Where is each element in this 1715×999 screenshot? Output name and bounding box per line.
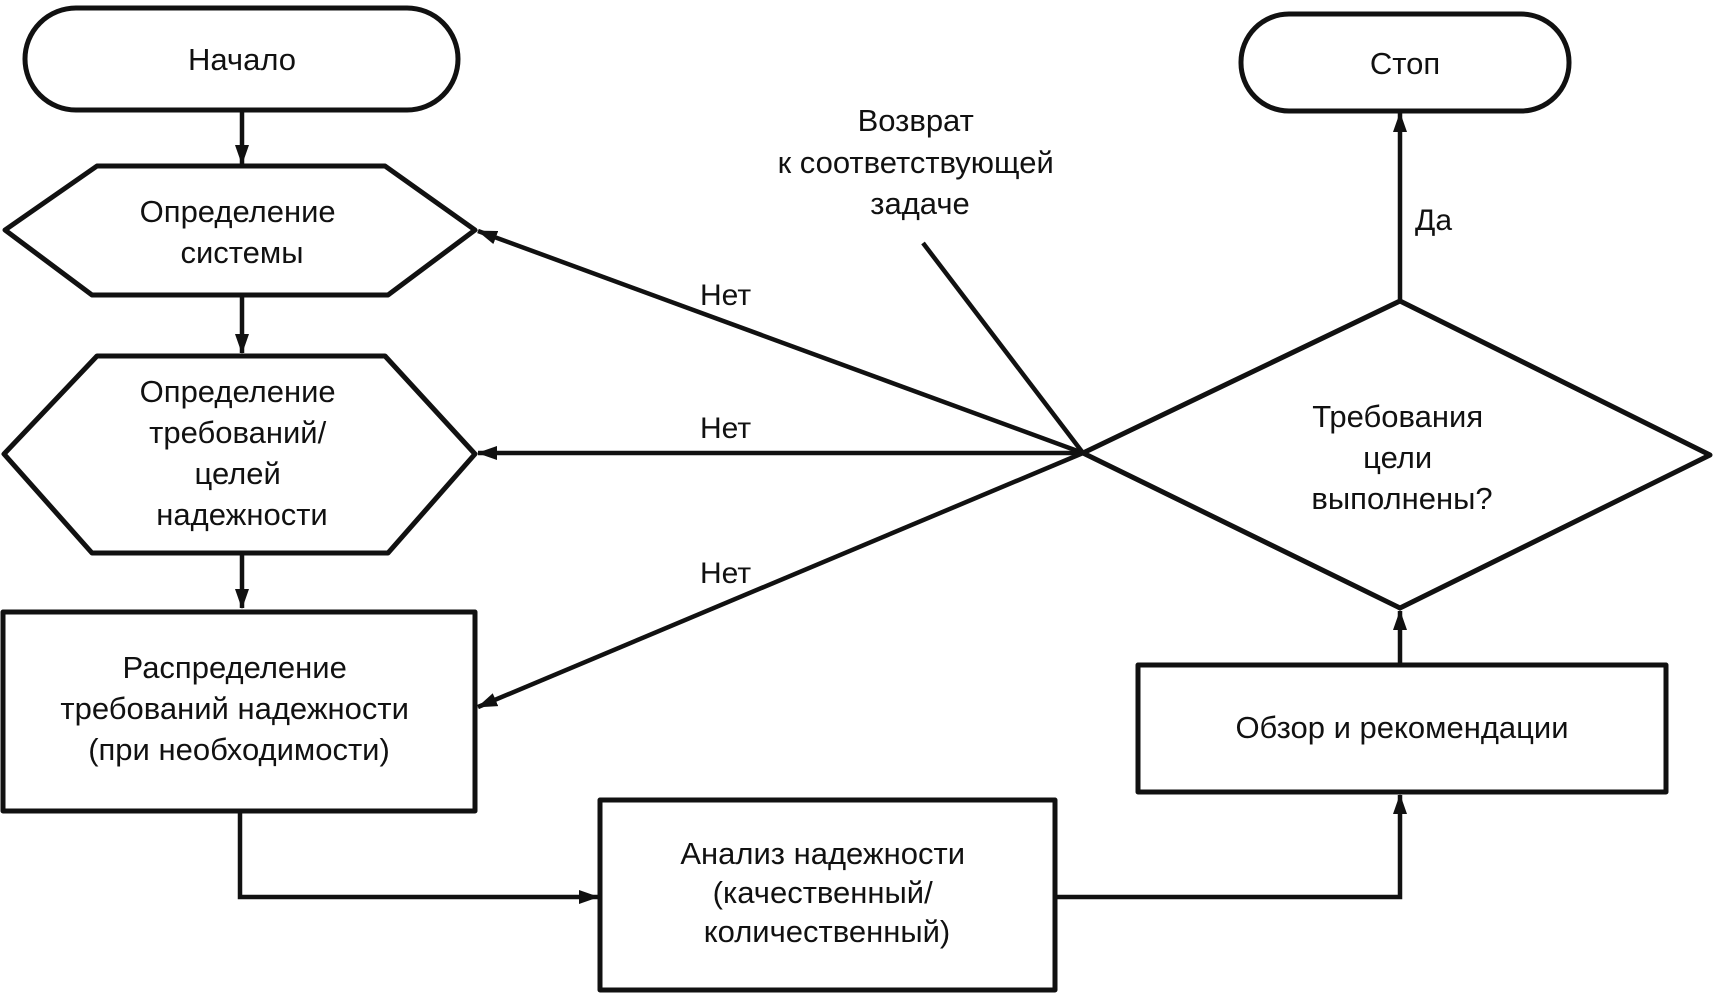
node-decision: Требования цели выполнены? <box>1080 298 1713 611</box>
edge-label-no-3: Нет <box>700 557 751 590</box>
allocate-requirements-label: Распределение требований надежности (при… <box>60 650 417 767</box>
node-reliability-analysis: Анализ надежности (качественный/ количес… <box>597 797 1058 993</box>
decision-diamond <box>1080 298 1713 611</box>
edges <box>235 110 1407 904</box>
node-start: Начало <box>22 5 461 113</box>
start-label: Начало <box>188 42 296 77</box>
reliability-analysis-box <box>597 797 1058 993</box>
edge-label-yes: Да <box>1415 204 1452 237</box>
node-define-system: Определение системы <box>2 163 478 298</box>
review-label: Обзор и рекомендации <box>1235 710 1568 745</box>
edge-analysis-to-review <box>1055 794 1407 900</box>
define-system-label: Определение системы <box>140 194 345 270</box>
edge-decision-no-to-allocate <box>477 450 1084 710</box>
define-requirements-hexagon <box>1 353 478 556</box>
allocate-requirements-box <box>0 609 478 814</box>
define-requirements-label: Определение требований/ целей надежности <box>140 374 345 532</box>
node-review: Обзор и рекомендации <box>1135 662 1669 795</box>
start-terminator-shape <box>22 5 461 113</box>
edge-allocate-to-analysis <box>237 812 599 904</box>
stop-terminator-shape <box>1238 11 1572 114</box>
edge-label-no-2: Нет <box>700 412 751 445</box>
node-allocate-requirements: Распределение требований надежности (при… <box>0 609 478 814</box>
node-stop: Стоп <box>1238 11 1572 114</box>
edge-label-no-1: Нет <box>700 279 751 312</box>
reliability-analysis-label: Анализ надежности (качественный/ количес… <box>680 836 973 949</box>
annotation-return-to-task: Возврат к соответствующей задаче <box>778 103 1063 221</box>
define-system-hexagon <box>2 163 478 298</box>
edge-decision-no-to-define-system <box>477 228 1084 456</box>
review-box <box>1135 662 1669 795</box>
stop-label: Стоп <box>1370 46 1440 81</box>
decision-label: Требования цели выполнены? <box>1311 399 1492 516</box>
annotation-pointer-line <box>921 241 1085 455</box>
node-define-requirements: Определение требований/ целей надежности <box>1 353 478 556</box>
